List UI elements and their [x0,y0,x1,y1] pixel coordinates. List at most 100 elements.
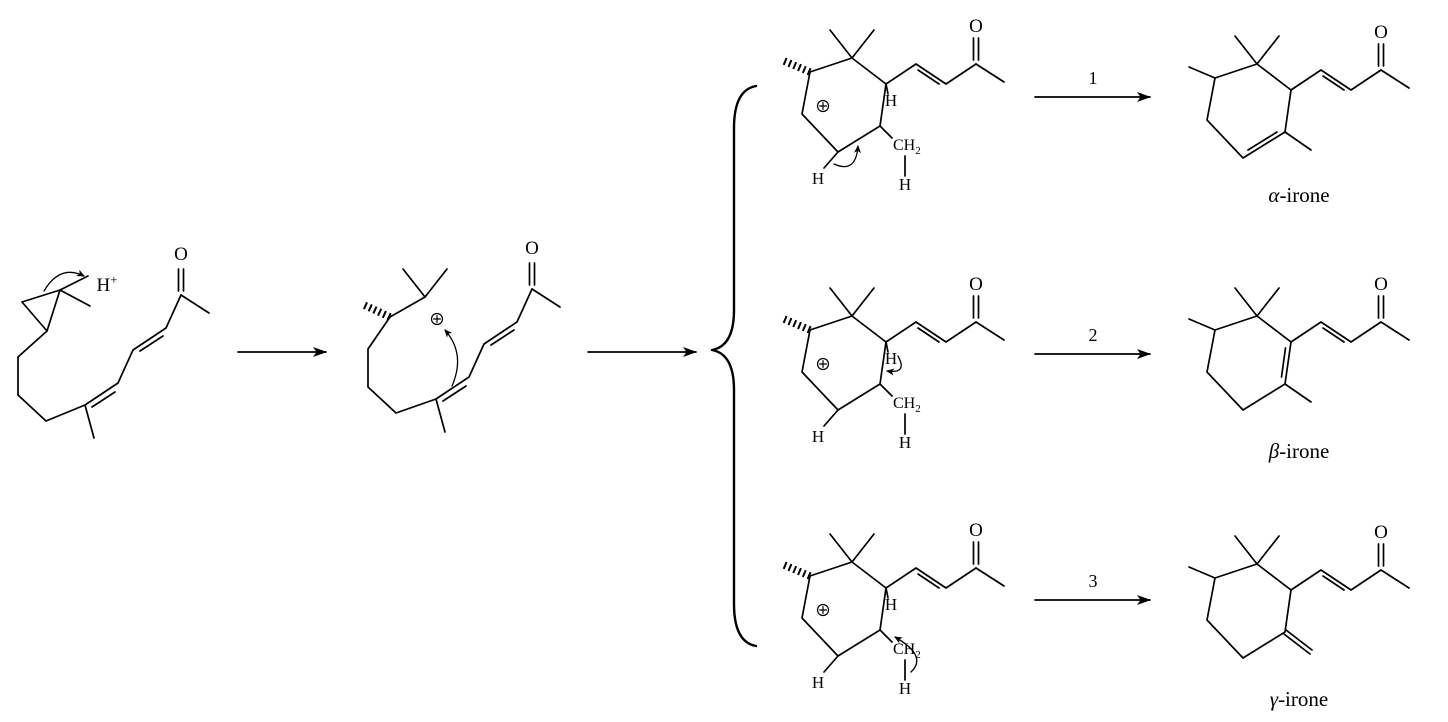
ring-methyl-bond [1188,66,1216,79]
hashed-methyl-bond [362,301,392,321]
reactant-structure: H+ O [17,244,210,439]
hashed-methyl-bond [782,561,812,580]
oxygen-label: O [969,520,983,541]
alkyl-chain-bonds [367,316,437,414]
ring-h-bond [823,655,839,673]
gem-dimethyl-bonds [59,275,91,307]
ring-methyl-bond [1188,318,1216,331]
hashed-methyl-bond [782,57,812,76]
oxygen-label: O [969,16,983,37]
step-arrow-1: 1 [1034,68,1151,102]
ring-methyl-bond [1188,566,1216,579]
proton-plus: + [110,272,117,287]
ring-double-bond-line [1247,131,1278,151]
gem-dimethyl-bonds [402,268,448,298]
deprotonation-curved-arrow [894,636,918,673]
methylene-2: 2 [915,145,921,157]
ring-h-bond [823,151,839,169]
name-suffix: -irone [1278,687,1328,711]
skeleton [801,287,1005,411]
junction-h-bond [885,587,889,599]
diene-double-bond-lines [442,329,515,402]
product-name: γ-irone [1270,687,1328,711]
product-name: α-irone [1268,183,1329,207]
ring-double-bond-line [1280,347,1287,378]
hydrogen-label: H [899,433,911,452]
product-alpha-irone: O α-irone [1188,22,1410,207]
open-chain-cation-structure: O [362,238,561,433]
step-arrow-3: 3 [1034,571,1151,605]
deprotonation-curved-arrow [886,355,902,376]
carbocation-charge-icon [816,357,830,371]
methylene-label: CH2 [893,395,921,415]
methylene-ch: CH [893,137,916,154]
hydrogen-label: H [899,679,911,698]
product-gamma-irone: O γ-irone [1188,522,1410,711]
methylene-bond [879,629,893,643]
cyclization-curved-arrow [444,329,459,387]
carbonyl-double-bond [528,262,536,286]
hashed-methyl-bond [782,315,812,334]
branch-brace [710,84,758,648]
skeleton [1206,287,1410,411]
methylene-2: 2 [915,403,921,415]
hydrogen-label: H [885,91,897,110]
hydrogen-label: H [812,169,824,188]
step-number: 3 [1089,571,1098,591]
hydrogen-label: H [885,595,897,614]
product-name: β-irone [1268,439,1330,463]
carbonyl-double-bond [177,268,185,292]
oxygen-label: O [525,238,539,259]
oxygen-label: O [1374,274,1388,295]
ring-h-bond [823,409,839,427]
diene-chain-bonds [84,294,182,406]
oxygen-label: O [174,244,188,265]
alkyl-chain-bonds [17,330,86,422]
methylene-label: CH2 [893,641,921,661]
methylene-2: 2 [915,649,921,661]
carbocation-charge-icon [430,312,444,326]
step-number: 1 [1089,68,1098,88]
proton-h: H [96,275,110,296]
vinyl-methyl-bond [84,404,95,439]
cyclic-cation-intermediate-beta: H CH2 H H O [782,274,1005,452]
methylene-bond [879,383,893,397]
oxygen-label: O [1374,522,1388,543]
proton-label: H+ [96,272,117,296]
skeleton [801,29,1005,153]
vinyl-methyl-bond [435,398,446,433]
vinyl-methyl-bond [1284,383,1312,403]
carbocation-charge-icon [816,99,830,113]
exocyclic-methylene-double-bond [1283,629,1313,655]
junction-h-bond [885,341,889,353]
skeleton [801,533,1005,657]
protonation-curved-arrow [43,269,85,292]
hydrogen-label: H [885,349,897,368]
name-suffix: -irone [1279,183,1329,207]
methylene-label: CH2 [893,137,921,157]
oxygen-label: O [1374,22,1388,43]
methylene-ch: CH [893,641,916,658]
step-arrow-2: 2 [1034,325,1151,359]
deprotonation-curved-arrow [833,145,861,168]
hydrogen-label: H [812,673,824,692]
diene-chain-bonds [435,288,533,400]
greek-letter: γ [1270,687,1279,711]
carbocation-charge-icon [816,603,830,617]
junction-h-bond [885,83,889,95]
cyclopropane-ring-bonds [21,289,61,332]
acetyl-methyl-bond [180,294,210,314]
ring-chain-bond [389,296,426,318]
oxygen-label: O [969,274,983,295]
greek-letter: α [1268,183,1280,207]
cyclic-cation-intermediate-alpha: H CH2 H H O [782,16,1005,194]
methylene-bond [879,125,893,139]
skeleton [1206,535,1410,659]
greek-letter: β [1268,439,1280,463]
vinyl-methyl-bond [1284,131,1312,151]
cyclic-cation-intermediate-gamma: H CH2 H H O [782,520,1005,698]
acetyl-methyl-bond [531,288,561,308]
hydrogen-label: H [899,175,911,194]
name-suffix: -irone [1279,439,1329,463]
